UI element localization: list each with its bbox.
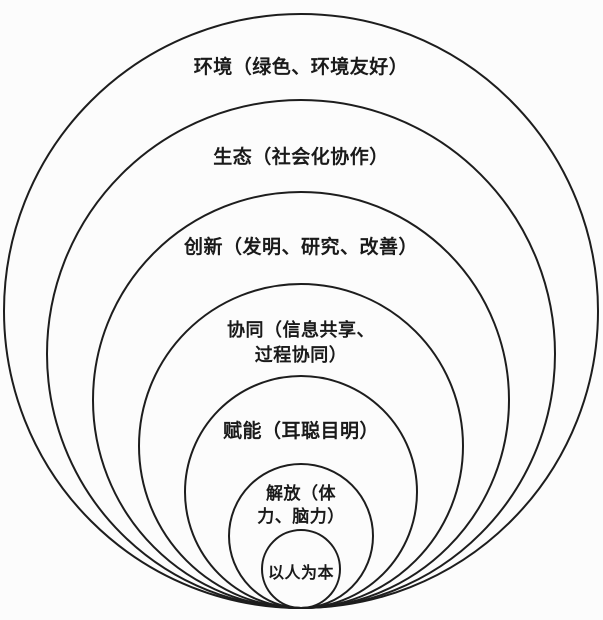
ring-label-people-first: 以人为本	[267, 565, 335, 582]
ring-label-ecosystem: 生态（社会化协作）	[213, 147, 389, 168]
ring-label-liberation: 解放（体 力、脑力）	[257, 484, 345, 526]
ring-circle-people-first	[261, 529, 341, 609]
ring-label-empowerment: 赋能（耳聪目明）	[222, 421, 380, 442]
ring-label-innovation: 创新（发明、研究、改善）	[183, 237, 419, 258]
ring-label-environment: 环境（绿色、环境友好）	[193, 57, 409, 78]
ring-label-collaboration: 协同（信息共享、 过程协同）	[227, 320, 375, 365]
